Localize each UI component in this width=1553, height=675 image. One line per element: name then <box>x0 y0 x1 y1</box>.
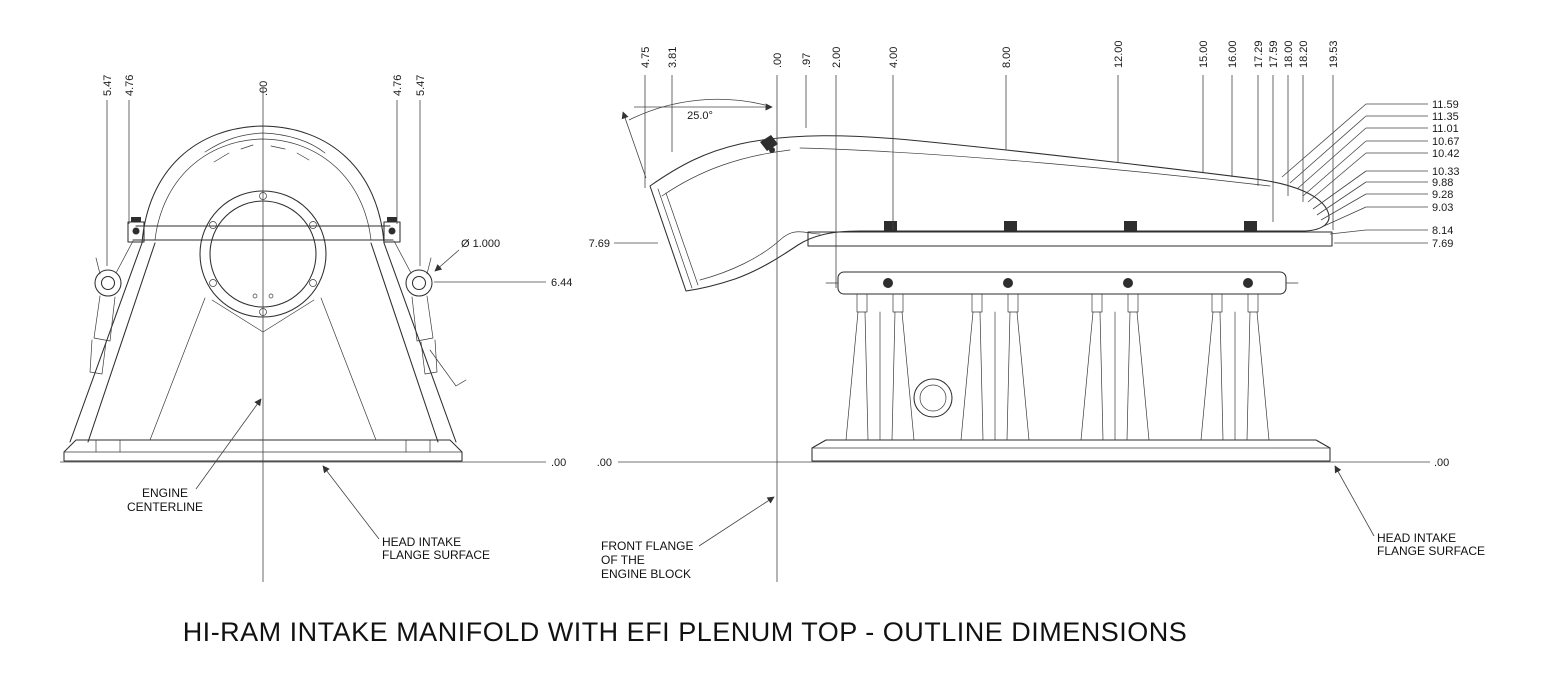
side-baseline-right: .00 <box>1434 457 1449 469</box>
front-top-dim-0: 5.47 <box>102 75 114 96</box>
side-right-dim-4: 10.42 <box>1432 148 1460 160</box>
front-flange-label-line2: OF THE <box>601 553 645 567</box>
side-head-flange-label-line1: HEAD INTAKE <box>1377 531 1456 545</box>
side-right-dim-3: 10.67 <box>1432 136 1460 148</box>
side-top-dim-11: 17.59 <box>1268 40 1280 68</box>
side-baseline-left: .00 <box>597 457 612 469</box>
side-right-dim-6: 9.88 <box>1432 177 1453 189</box>
side-right-dim-10: 7.69 <box>1432 238 1453 250</box>
side-top-dim-0: 4.75 <box>640 47 652 68</box>
side-right-dim-8: 9.03 <box>1432 202 1453 214</box>
side-right-dim-2: 11.01 <box>1432 123 1459 135</box>
side-right-dim-9: 8.14 <box>1432 225 1453 237</box>
side-top-dim-7: 12.00 <box>1113 40 1125 68</box>
side-head-flange-label-line2: FLANGE SURFACE <box>1377 544 1485 558</box>
front-top-dim-2: .00 <box>258 81 270 96</box>
side-right-dim-1: 11.35 <box>1432 111 1459 123</box>
front-view-drawing <box>63 125 467 462</box>
front-diameter-label: Ø 1.000 <box>461 238 500 250</box>
front-view-dimensions: 5.47 4.76 .00 4.76 5.47 6.44 Ø 1.000 .00… <box>60 75 572 582</box>
side-top-dim-9: 16.00 <box>1227 40 1239 68</box>
front-flange-label-line1: FRONT FLANGE <box>601 539 693 553</box>
side-top-dim-8: 15.00 <box>1198 40 1210 68</box>
side-top-dim-10: 17.29 <box>1253 40 1265 68</box>
front-flange-label-line3: ENGINE BLOCK <box>601 567 691 581</box>
side-top-dim-14: 19.53 <box>1328 40 1340 68</box>
side-top-dim-12: 18.00 <box>1283 40 1295 68</box>
side-view-drawing <box>649 135 1333 462</box>
side-view-dimensions: 4.75 3.81 .00 .97 2.00 4.00 8.00 12.00 1… <box>589 40 1485 582</box>
front-top-dim-4: 5.47 <box>415 75 427 96</box>
side-right-dim-0: 11.59 <box>1432 99 1459 111</box>
front-head-flange-label-line1: HEAD INTAKE <box>382 535 461 549</box>
front-dim-644: 6.44 <box>551 277 572 289</box>
side-top-dim-13: 18.20 <box>1298 40 1310 68</box>
side-top-dim-1: 3.81 <box>667 47 679 68</box>
side-right-dim-5: 10.33 <box>1432 166 1460 178</box>
side-dim-769: 7.69 <box>589 238 610 250</box>
side-top-dim-5: 4.00 <box>888 47 900 68</box>
engine-centerline-label-line2: CENTERLINE <box>127 500 203 514</box>
drawing-title: HI-RAM INTAKE MANIFOLD WITH EFI PLENUM T… <box>183 617 1188 647</box>
front-head-flange-label-line2: FLANGE SURFACE <box>382 548 490 562</box>
side-right-dim-7: 9.28 <box>1432 189 1453 201</box>
front-baseline-dim: .00 <box>551 457 566 469</box>
side-top-dim-3: .97 <box>801 53 813 68</box>
side-top-dim-4: 2.00 <box>831 47 843 68</box>
side-angle-label: 25.0° <box>687 110 713 122</box>
front-top-dim-3: 4.76 <box>392 75 404 96</box>
front-top-dim-1: 4.76 <box>124 75 136 96</box>
engine-centerline-label-line1: ENGINE <box>142 486 188 500</box>
side-top-dim-6: 8.00 <box>1001 47 1013 68</box>
side-top-dim-2: .00 <box>772 53 784 68</box>
